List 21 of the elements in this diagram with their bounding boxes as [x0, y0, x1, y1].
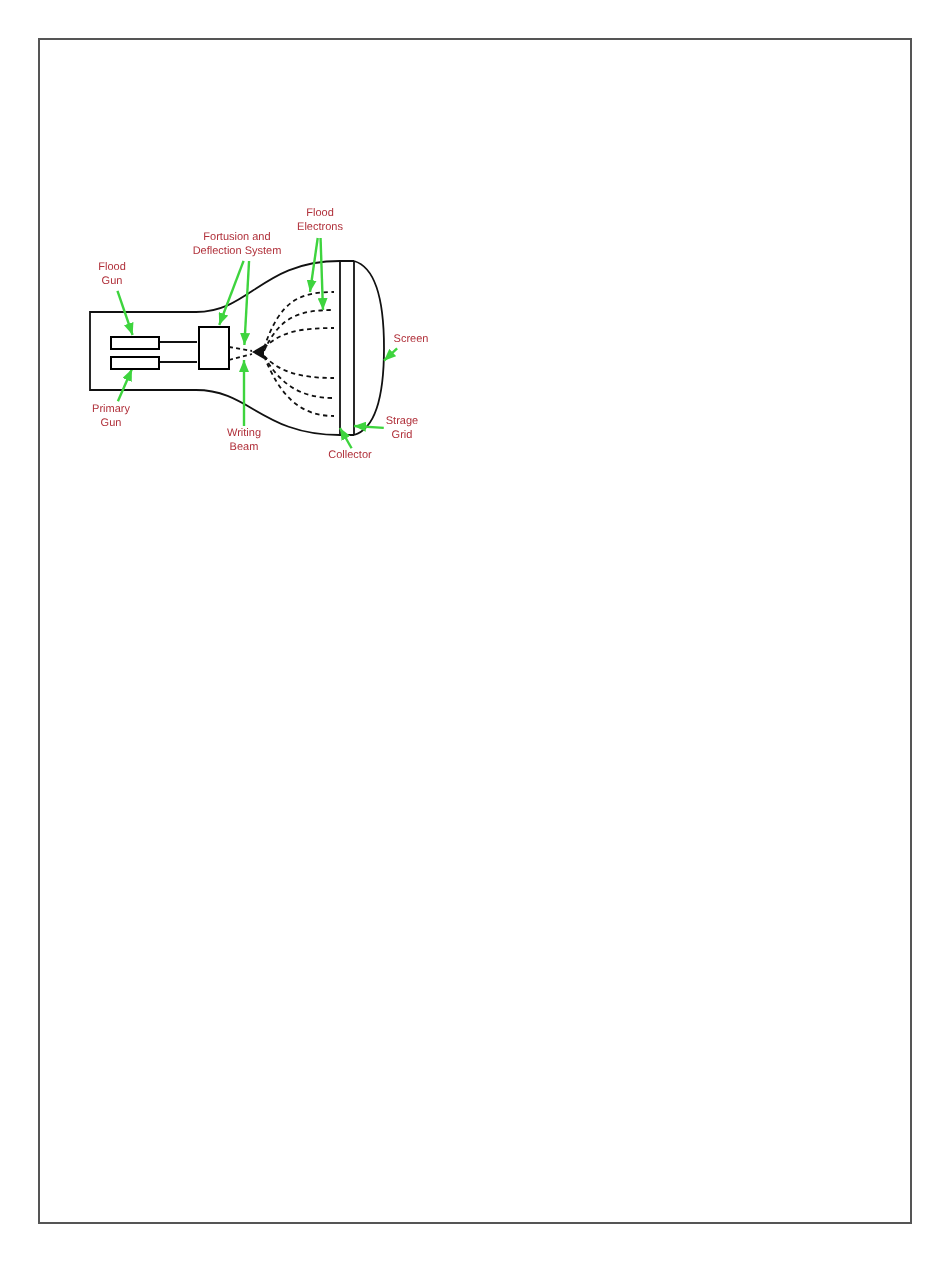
electron-gun — [110, 355, 160, 369]
connector-line — [159, 361, 198, 363]
flood-electron-path — [263, 291, 335, 349]
electron-gun — [110, 335, 160, 349]
screen-arc — [353, 260, 385, 436]
leader-arrow — [306, 237, 319, 293]
leader-arrow — [240, 260, 251, 346]
leader-arrow — [218, 260, 245, 326]
leader-arrow — [239, 360, 249, 426]
leader-arrow — [116, 368, 134, 402]
flood-electron-path — [263, 309, 335, 352]
storage-grid-line — [353, 260, 355, 436]
deflection-block — [197, 325, 229, 370]
connector-line — [159, 341, 198, 343]
leader-arrow — [338, 427, 353, 449]
collector-line — [339, 260, 341, 436]
leader-arrow — [116, 290, 134, 336]
leader-arrow — [383, 347, 398, 362]
leader-arrow — [353, 421, 384, 432]
leader-arrow — [317, 237, 328, 311]
electron-beam — [228, 345, 264, 361]
